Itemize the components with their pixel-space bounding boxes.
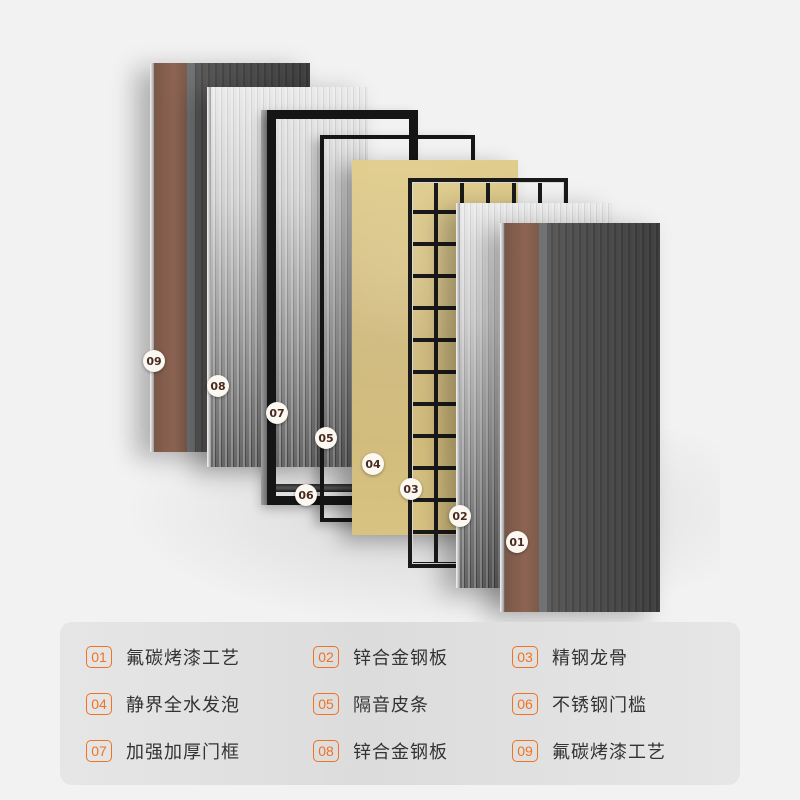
- gray-inlay-stripe: [187, 63, 195, 452]
- legend-number-badge: 03: [512, 646, 538, 668]
- legend-item-02: 02 锌合金钢板: [313, 645, 448, 669]
- marker-01: 01: [506, 531, 528, 553]
- legend-label: 氟碳烤漆工艺: [126, 648, 240, 669]
- panel-edge: [456, 203, 460, 588]
- layer-legend: 01 氟碳烤漆工艺 02 锌合金钢板 03 精钢龙骨 04 静界全水发泡 05 …: [60, 622, 740, 785]
- panel-edge: [500, 223, 504, 612]
- legend-number-badge: 09: [512, 740, 538, 762]
- legend-label: 不锈钢门槛: [552, 695, 647, 716]
- legend-item-01: 01 氟碳烤漆工艺: [86, 645, 240, 669]
- panel-edge: [150, 63, 154, 452]
- legend-label: 隔音皮条: [353, 695, 429, 716]
- marker-03: 03: [400, 478, 422, 500]
- marker-08: 08: [207, 375, 229, 397]
- legend-item-05: 05 隔音皮条: [313, 692, 429, 716]
- marker-06: 06: [295, 484, 317, 506]
- layer-08-back-steel-plate: [207, 87, 368, 467]
- brown-coating-stripe: [505, 223, 539, 612]
- marker-07: 07: [266, 402, 288, 424]
- legend-label: 静界全水发泡: [126, 695, 240, 716]
- legend-number-badge: 05: [313, 693, 339, 715]
- legend-item-07: 07 加强加厚门框: [86, 739, 240, 763]
- legend-label: 精钢龙骨: [552, 648, 628, 669]
- marker-09: 09: [143, 350, 165, 372]
- panel-edge: [207, 87, 211, 467]
- gray-inlay-stripe: [539, 223, 547, 612]
- legend-label: 氟碳烤漆工艺: [552, 742, 666, 763]
- legend-number-badge: 04: [86, 693, 112, 715]
- legend-item-08: 08 锌合金钢板: [313, 739, 448, 763]
- legend-label: 锌合金钢板: [353, 648, 448, 669]
- marker-02: 02: [449, 505, 471, 527]
- legend-item-09: 09 氟碳烤漆工艺: [512, 739, 666, 763]
- legend-item-03: 03 精钢龙骨: [512, 645, 628, 669]
- layer-06-threshold: [276, 484, 356, 492]
- legend-number-badge: 02: [313, 646, 339, 668]
- legend-number-badge: 08: [313, 740, 339, 762]
- legend-label: 加强加厚门框: [126, 742, 240, 763]
- legend-number-badge: 01: [86, 646, 112, 668]
- layer-01-front-coated-panel: [500, 223, 660, 612]
- legend-number-badge: 07: [86, 740, 112, 762]
- door-frame-side: [261, 110, 269, 505]
- legend-item-04: 04 静界全水发泡: [86, 692, 240, 716]
- legend-item-06: 06 不锈钢门槛: [512, 692, 647, 716]
- brown-coating-stripe: [154, 63, 187, 452]
- legend-label: 锌合金钢板: [353, 742, 448, 763]
- exploded-door-diagram: 09 08 07 05 06 04 03 02 01: [120, 63, 720, 630]
- marker-04: 04: [362, 453, 384, 475]
- legend-number-badge: 06: [512, 693, 538, 715]
- marker-05: 05: [315, 427, 337, 449]
